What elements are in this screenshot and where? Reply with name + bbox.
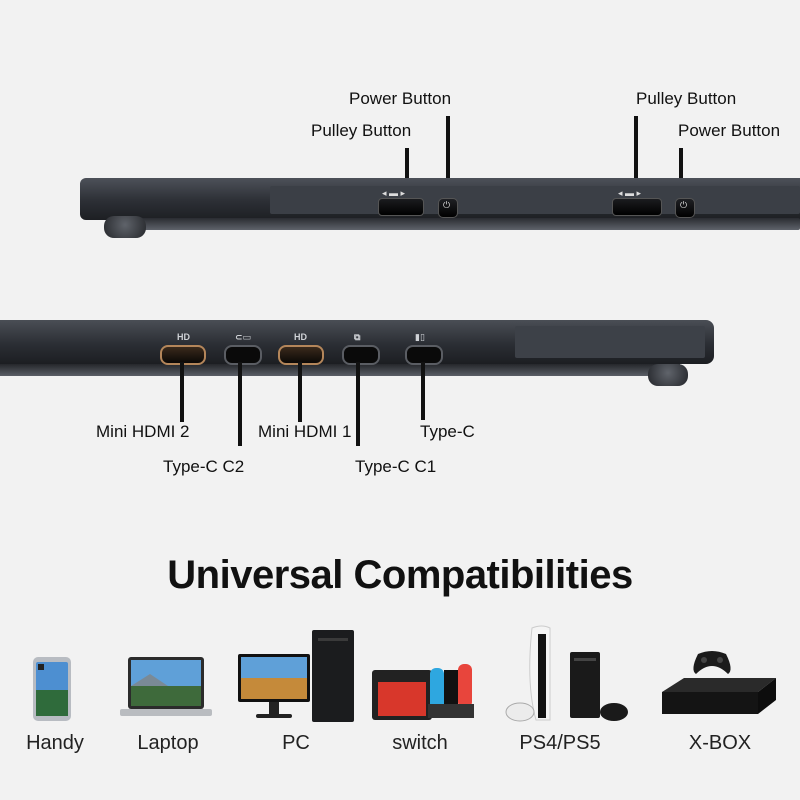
rubber-foot [648,364,688,386]
power-button-label-right: Power Button [678,121,781,140]
device-label-laptop: Laptop [137,732,199,754]
laptop-icon [120,656,212,720]
power-button-label-left: Power Button [349,89,452,108]
pulley-button-label-left: Pulley Button [311,121,412,140]
pointer-line [298,362,302,422]
mini-hdmi-2-label: Mini HDMI 2 [96,422,190,441]
type-c-c2-label: Type-C C2 [163,457,245,476]
switch-console-icon [372,662,476,720]
monitor-ports-side-view: HD ⊂▭ HD ⧉ ▮▯ [0,320,720,386]
pulley-button-left[interactable] [378,198,424,216]
pointer-line [356,362,360,446]
device-label-pc: PC [282,732,310,754]
device-label-ps4-ps5: PS4/PS5 [519,732,601,754]
mini-hdmi-1-label: Mini HDMI 1 [258,422,352,441]
pulley-arrows-icon: ◂ ▬ ▸ [382,188,406,198]
xbox-icon [662,648,776,722]
device-label-switch: switch [392,732,448,754]
pointer-line [180,362,184,422]
playstation-icon [504,624,630,724]
type-c-c1-port [342,345,380,365]
device-label-x-box: X-BOX [688,732,752,754]
power-icon: ⏻ [443,200,451,210]
pointer-line [238,362,242,446]
power-delivery-icon: ▮▯ [415,332,425,342]
device-panel [515,326,705,358]
device-base [140,218,800,230]
type-c-label: Type-C [420,422,475,441]
pulley-button-label-right: Pulley Button [636,89,737,108]
pointer-line [421,362,425,420]
pulley-arrows-icon: ◂ ▬ ▸ [618,188,642,198]
usb-c-icon: ⊂▭ [235,332,252,342]
pointer-line [446,116,450,186]
display-port-icon: ⧉ [354,332,361,342]
hdmi-icon: HD [294,332,307,342]
pointer-line [405,148,409,186]
pointer-line [634,116,638,186]
power-button-left[interactable] [438,198,458,218]
power-icon: ⏻ [680,200,688,210]
pointer-line [679,148,683,186]
rubber-foot [104,216,146,238]
device-base [0,364,680,376]
device-label-handy: Handy [26,732,84,754]
section-heading: Universal Compatibilities [167,553,633,597]
device-panel [270,186,800,214]
type-c-c2-port [224,345,262,365]
power-button-right[interactable] [675,198,695,218]
phone-icon [32,656,72,722]
hdmi-icon: HD [177,332,190,342]
type-c-c1-label: Type-C C1 [355,457,437,476]
pulley-button-right[interactable] [612,198,662,216]
monitor-top-side-view: ◂ ▬ ▸ ⏻ ◂ ▬ ▸ ⏻ [80,178,800,240]
desktop-pc-icon [238,630,356,724]
